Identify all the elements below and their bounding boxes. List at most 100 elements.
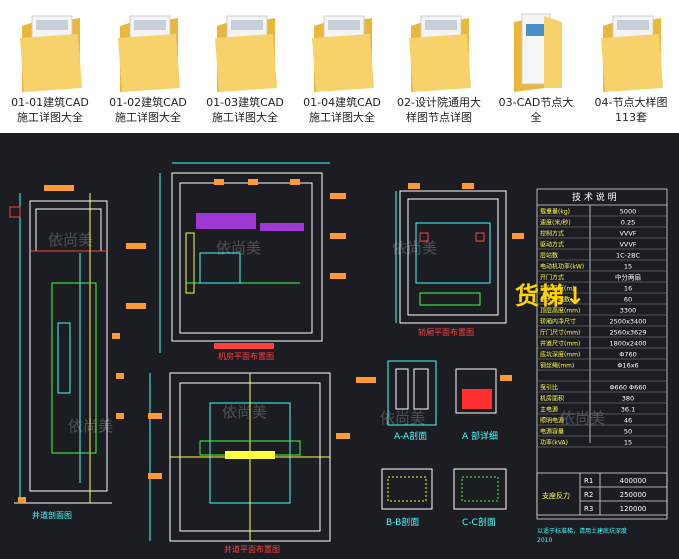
folder-icon <box>215 15 277 92</box>
cad-drawing-canvas: 井道剖面图 机房平面布置图 <box>9 162 668 554</box>
load-table <box>536 472 668 516</box>
spec-row-key: 钢丝绳(mm) <box>540 362 574 370</box>
spec-row-key: 速度(米/秒) <box>540 219 571 227</box>
spec-row-value: 1800x2400 <box>610 340 647 348</box>
spec-row-value: 16 <box>624 285 632 293</box>
folder-label-line2: 113套 <box>615 111 647 124</box>
label-machine-room: 机房平面布置图 <box>218 351 274 361</box>
spec-row-value: 1C-2BC <box>616 252 641 260</box>
spec-row-value: Φ16x6 <box>617 362 638 370</box>
label-aa-section: A-A剖面 <box>394 430 427 442</box>
label-pit-plan: 井道平面布置图 <box>224 544 280 554</box>
watermark: 依尚美 <box>392 239 437 257</box>
folder-icon <box>118 15 180 92</box>
load-row-key: R3 <box>584 505 593 513</box>
spec-row-value: 3300 <box>620 307 637 315</box>
folder-label-line2: 施工详图大全 <box>309 111 375 124</box>
folder-label-line2: 样图节点详图 <box>406 111 472 124</box>
spec-table-header: 技 术 说 明 <box>572 191 617 203</box>
pit-plan-drawing <box>148 372 350 542</box>
folder-item-04[interactable]: 04-节点大样图 113套 <box>585 6 677 132</box>
spec-row-key: 驱动方式 <box>540 241 564 249</box>
aa-section-drawing <box>356 360 437 426</box>
spec-row-key: 开门方式 <box>540 274 564 282</box>
spec-row-value: 5000 <box>620 208 637 216</box>
spec-row-key: 主电源 <box>540 406 558 414</box>
folder-icon <box>601 15 663 92</box>
spec-row-key: 载重量(kg) <box>540 208 570 216</box>
label-cc-section: C-C剖面 <box>462 516 496 528</box>
watermark: 依尚美 <box>380 409 425 427</box>
spec-row-value: VVVF <box>619 241 636 249</box>
folder-label-line1: 01-01建筑CAD <box>11 96 89 109</box>
spec-row-key: 顶层高度(mm) <box>540 307 580 315</box>
spec-row-key: 轿厢内净尺寸 <box>540 318 576 326</box>
spec-row-key: 控制方式 <box>540 230 564 238</box>
spec-row-value: Φ760 <box>619 351 637 359</box>
folder-label-line1: 01-03建筑CAD <box>206 96 284 109</box>
spec-row-key: 层站数 <box>540 252 558 260</box>
car-plan-drawing <box>395 183 524 324</box>
folder-item-03[interactable]: 03-CAD节点大全 <box>490 6 582 132</box>
label-shaft-section: 井道剖面图 <box>32 510 72 520</box>
load-row-value: 120000 <box>620 505 647 513</box>
folder-label-line1: 04-节点大样图 <box>594 96 668 109</box>
watermark: 依尚美 <box>48 231 93 249</box>
spec-row-value: 50 <box>624 428 632 436</box>
spec-row-key: 机房面积 <box>540 395 564 403</box>
load-table-label: 支座反力 <box>542 491 570 500</box>
load-row-value: 400000 <box>620 477 647 485</box>
spec-row-key: 曳引比 <box>540 384 558 392</box>
load-row-key: R1 <box>584 477 593 485</box>
load-row-key: R2 <box>584 491 593 499</box>
folder-item-01-02[interactable]: 01-02建筑CAD 施工详图大全 <box>102 6 194 132</box>
shaft-section-drawing <box>9 185 146 504</box>
spec-row-key: 提升高度(m) <box>540 285 575 293</box>
folder-open-icon <box>514 13 562 92</box>
spec-row-value: 15 <box>624 439 632 447</box>
folder-icon <box>312 15 374 92</box>
machine-room-drawing <box>159 162 346 353</box>
spec-row-key: 电动机功率(kW) <box>540 263 584 271</box>
bb-section-drawing <box>381 468 433 510</box>
watermark: 依尚美 <box>68 417 113 435</box>
folder-item-02[interactable]: 02-设计院通用大样图节点详图 <box>393 6 485 132</box>
folder-label-line2: 全 <box>530 111 542 124</box>
spec-row-key: 井道尺寸(mm) <box>540 340 580 348</box>
cc-section-drawing <box>453 468 507 510</box>
folder-icon <box>409 15 471 92</box>
spec-row-key: 最大停站数 <box>540 296 570 304</box>
label-bb-section: B-B剖面 <box>386 516 419 528</box>
label-a-detail: A 部详细 <box>462 430 498 442</box>
spec-row-value: 中分两扇 <box>615 273 641 282</box>
spec-row-value: 15 <box>624 263 632 271</box>
folder-label-line1: 02-设计院通用大 <box>397 96 481 109</box>
spec-row-value: 36.1 <box>621 406 635 414</box>
folder-label-line1: 01-02建筑CAD <box>109 96 187 109</box>
spec-row-key: 底坑深度(mm) <box>540 351 580 359</box>
spec-row-value: VVVF <box>619 230 636 238</box>
watermark: 依尚美 <box>216 239 261 257</box>
spec-row-value: 2560x3629 <box>610 329 647 337</box>
folder-label-line2: 施工详图大全 <box>115 111 181 124</box>
spec-row-key: 功率(kVA) <box>540 439 568 447</box>
watermark: 依尚美 <box>222 403 267 421</box>
spec-row-value: 2500x3400 <box>610 318 647 326</box>
spec-table <box>536 188 668 520</box>
spec-row-key: 厅门尺寸(mm) <box>540 329 580 337</box>
bottom-note: 以适于标准梯，请用土建底坑深度 <box>537 527 627 535</box>
spec-row-value: Φ660 Φ660 <box>609 384 646 392</box>
spec-row-value: 60 <box>624 296 632 304</box>
label-car-plan: 轿厢平面布置图 <box>418 327 474 337</box>
spec-row-key: 电源容量 <box>540 428 564 436</box>
bottom-note-year: 2010 <box>537 537 552 544</box>
cad-drawing-preview: 井道剖面图 机房平面布置图 <box>0 133 679 559</box>
folder-icon <box>20 15 82 92</box>
spec-row-value: 380 <box>622 395 634 403</box>
